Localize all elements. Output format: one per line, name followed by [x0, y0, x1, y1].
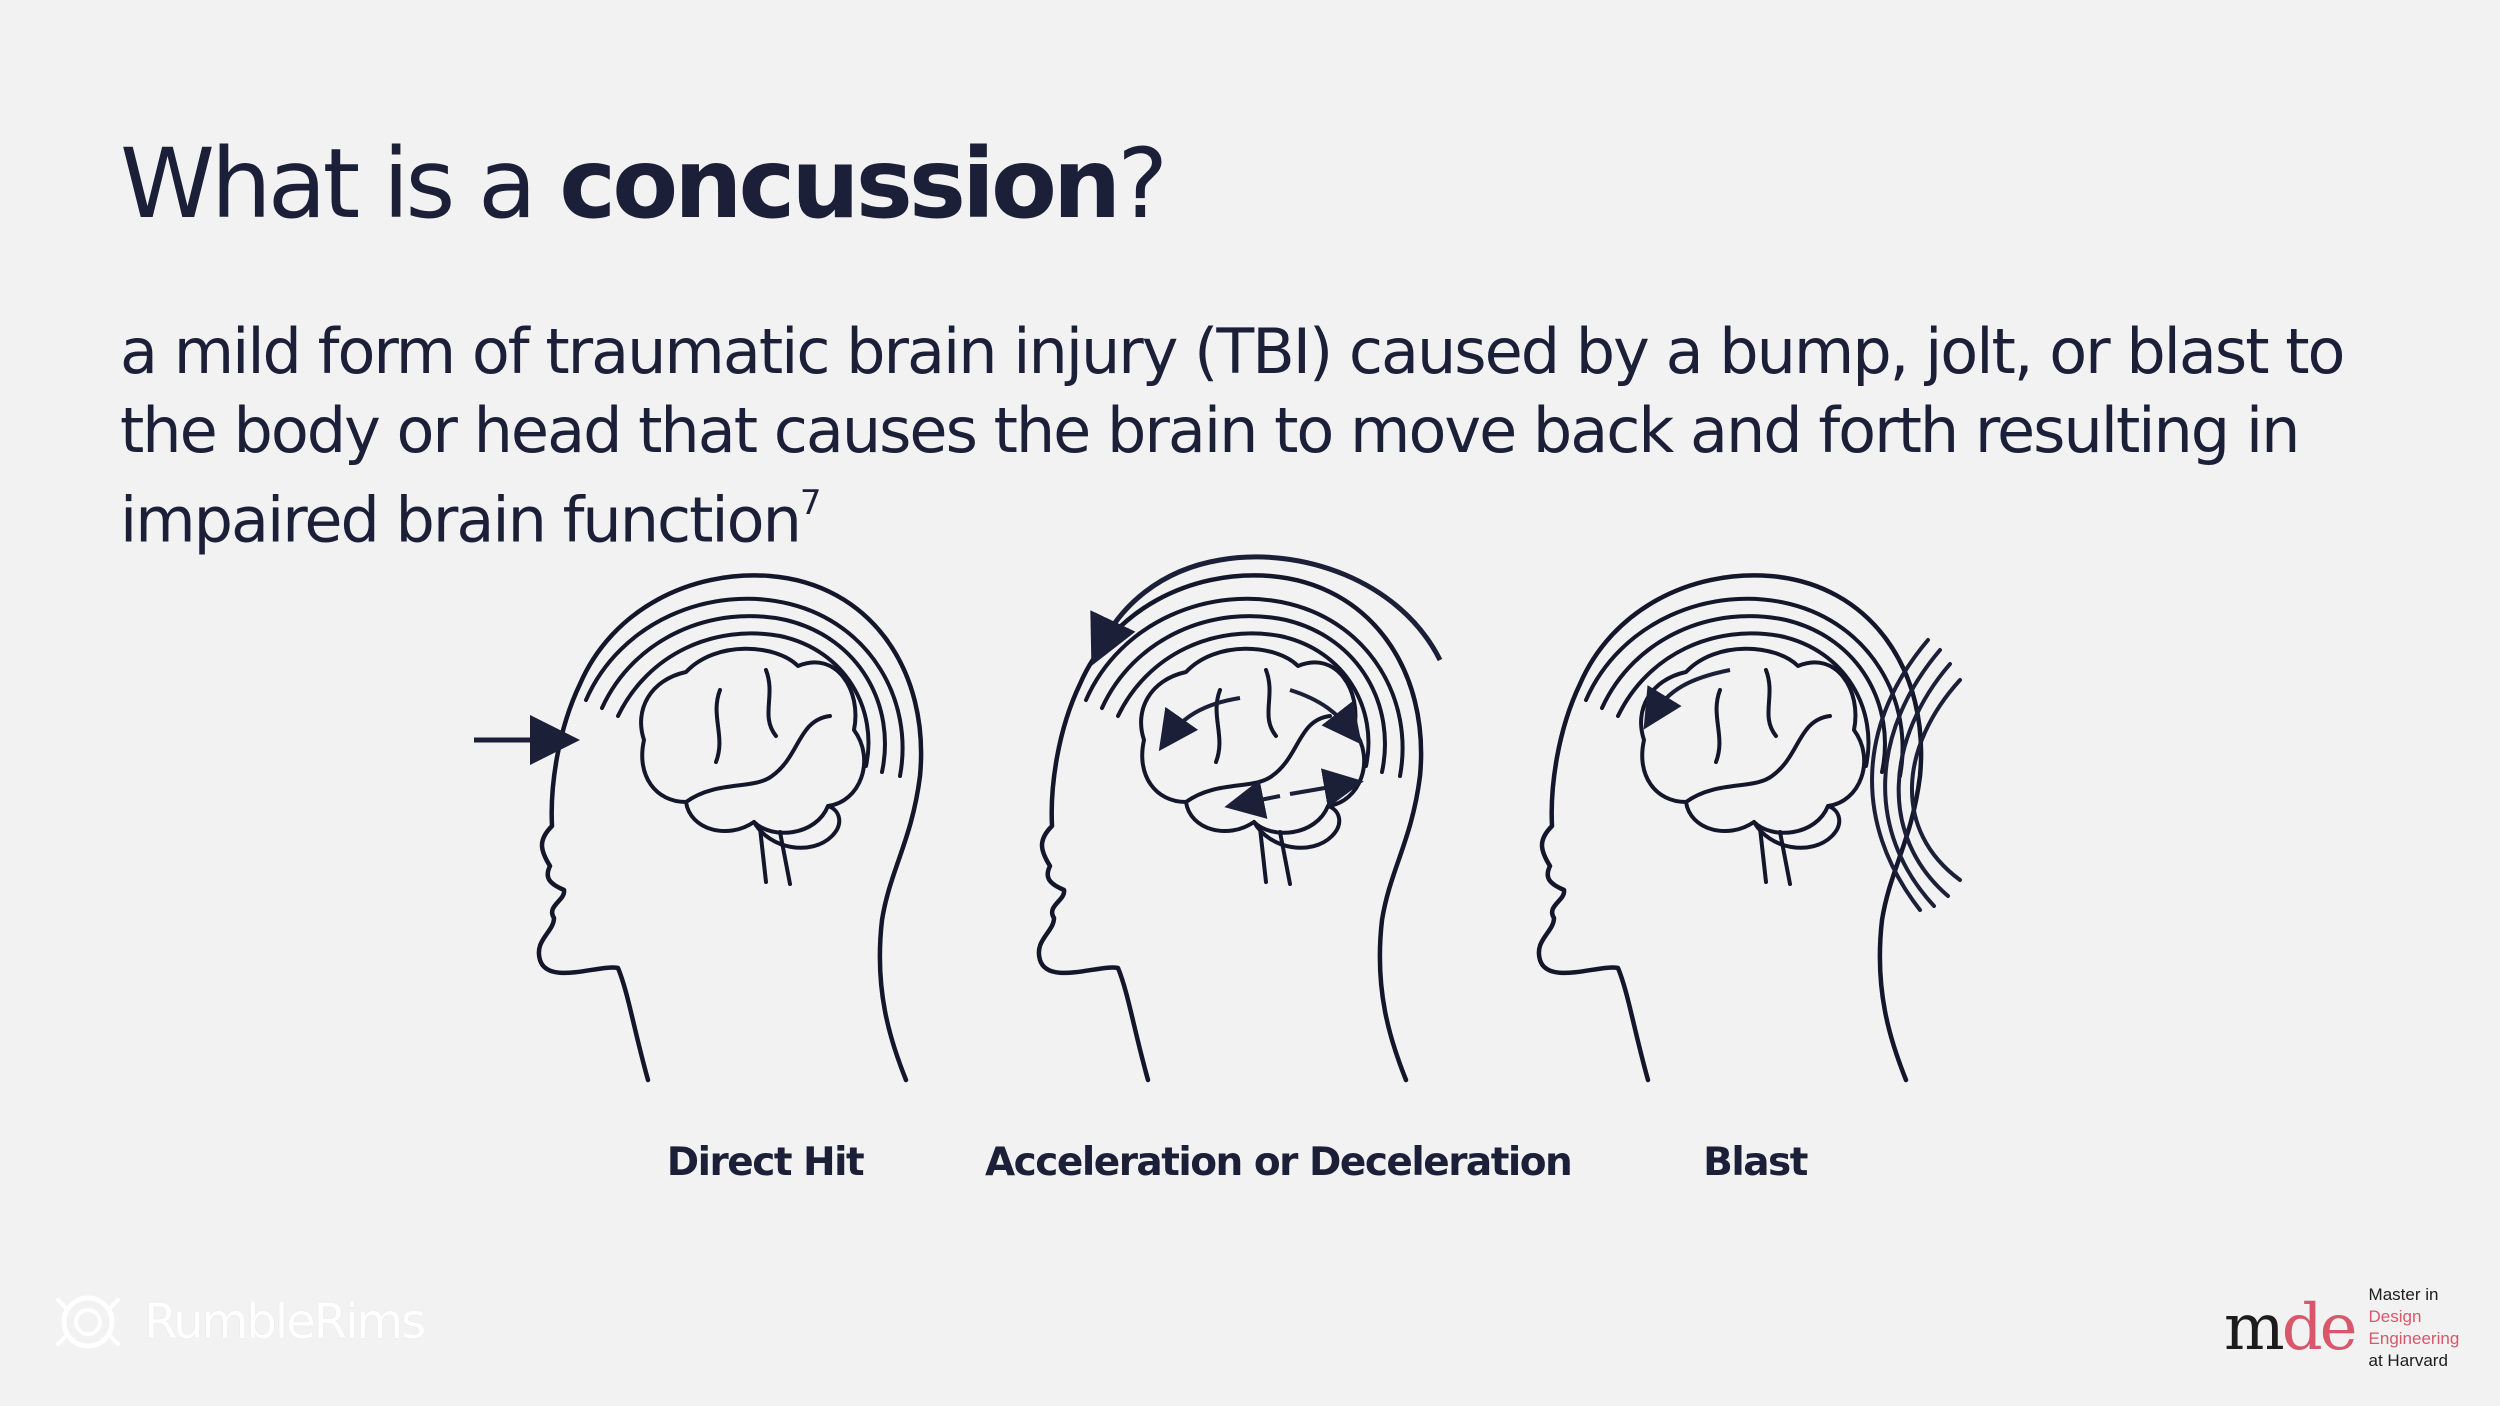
title-emphasis: concussion — [559, 128, 1121, 240]
mde-harvard-brand: mde Master in Design Engineering at Harv… — [2224, 1284, 2459, 1372]
brain-motion-arrow-double-a — [1224, 779, 1281, 819]
title-prefix: What is a — [120, 128, 560, 240]
mde-logo-mark: mde — [2224, 1296, 2358, 1360]
definition-body: a mild form of traumatic brain injury (T… — [120, 315, 2345, 557]
title-suffix: ? — [1117, 128, 1168, 240]
footnote-ref: 7 — [799, 483, 822, 523]
figure-acceleration — [1039, 554, 1443, 1080]
brain-motion-arrow-left — [1158, 696, 1241, 752]
rumblerims-logo-icon — [56, 1295, 120, 1349]
mde-line-2: Design — [2368, 1307, 2422, 1326]
figure-direct-hit — [474, 575, 921, 1080]
concussion-mechanisms-illustration — [474, 554, 1962, 1100]
brain-motion-arrow-right — [1289, 688, 1362, 745]
rumblerims-wordmark: RumbleRims — [144, 1294, 426, 1350]
rumblerims-brand: RumbleRims — [52, 1286, 426, 1358]
figure-label-acceleration: Acceleration or Deceleration — [985, 1140, 1573, 1185]
brain-motion-arrow-double-b — [1289, 768, 1364, 808]
blast-wave-lines — [1870, 638, 1962, 912]
mde-mark-m: m — [2224, 1291, 2285, 1365]
head-acceleration-icon — [1039, 575, 1421, 1080]
mde-mark-de: de — [2281, 1291, 2358, 1365]
mde-line-4: at Harvard — [2368, 1351, 2448, 1370]
definition-text: a mild form of traumatic brain injury (T… — [120, 312, 2400, 560]
head-direct-hit-icon — [539, 575, 921, 1080]
head-blast-icon — [1539, 575, 1921, 1080]
rotation-arrow — [1090, 554, 1443, 667]
mde-line-3: Engineering — [2368, 1329, 2460, 1348]
figure-label-direct-hit: Direct Hit — [666, 1140, 865, 1185]
figure-label-blast: Blast — [1703, 1140, 1808, 1185]
mde-line-1: Master in — [2368, 1285, 2439, 1304]
slide-title: What is a concussion? — [120, 128, 1168, 240]
mde-program-name: Master in Design Engineering at Harvard — [2369, 1284, 2460, 1372]
blast-motion-arrow — [1643, 668, 1731, 730]
figure-blast — [1539, 575, 1962, 1080]
